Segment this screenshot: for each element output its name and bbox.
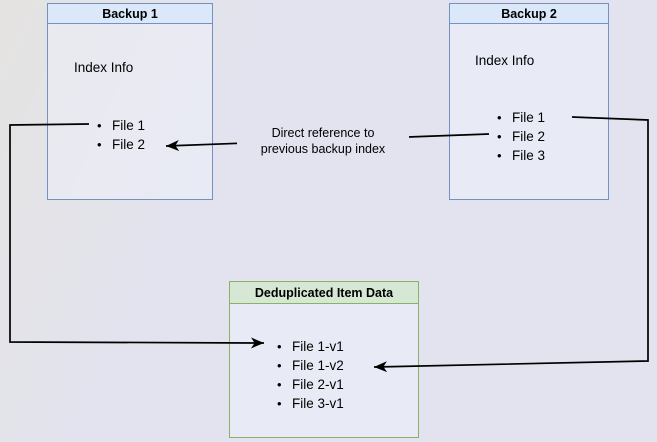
- bullet-icon: [497, 127, 505, 146]
- dedup-file2-v1: File 2-v1: [292, 377, 344, 392]
- backup1-title: Backup 1: [48, 4, 212, 24]
- backup1-file2: File 2: [112, 137, 146, 152]
- list-item: File 1: [97, 116, 145, 135]
- backup2-file-list: File 1 File 2 File 3: [497, 108, 545, 165]
- dedup-file1-v2: File 1-v2: [292, 358, 344, 373]
- list-item: File 2-v1: [277, 375, 344, 394]
- bullet-icon: [277, 337, 285, 356]
- backup2-container: Backup 2: [449, 3, 609, 200]
- bullet-icon: [97, 116, 105, 135]
- dedup-file3-v1: File 3-v1: [292, 396, 344, 411]
- backup2-file1: File 1: [512, 110, 546, 125]
- backup2-index-info-heading: Index Info: [475, 53, 535, 68]
- backup1-container: Backup 1: [47, 3, 213, 200]
- backup2-file2: File 2: [512, 129, 546, 144]
- list-item: File 3-v1: [277, 394, 344, 413]
- bullet-icon: [277, 356, 285, 375]
- dedup-title: Deduplicated Item Data: [230, 282, 418, 304]
- bullet-icon: [277, 375, 285, 394]
- backup1-file-list: File 1 File 2: [97, 116, 145, 154]
- list-item: File 2: [497, 127, 545, 146]
- bullet-icon: [97, 135, 105, 154]
- dedup-item-list: File 1-v1 File 1-v2 File 2-v1 File 3-v1: [277, 337, 344, 413]
- list-item: File 1-v2: [277, 356, 344, 375]
- bullet-icon: [497, 108, 505, 127]
- edge-label-direct-reference: Direct reference to previous backup inde…: [237, 125, 409, 158]
- list-item: File 1: [497, 108, 545, 127]
- bullet-icon: [497, 146, 505, 165]
- backup1-index-info-heading: Index Info: [74, 60, 134, 75]
- dedup-file1-v1: File 1-v1: [292, 339, 344, 354]
- edge-label-line1: Direct reference to: [271, 126, 375, 140]
- list-item: File 2: [97, 135, 145, 154]
- edge-label-line2: previous backup index: [260, 141, 386, 156]
- backup1-file1: File 1: [112, 118, 146, 133]
- list-item: File 3: [497, 146, 545, 165]
- backup2-title: Backup 2: [450, 4, 608, 24]
- bullet-icon: [277, 394, 285, 413]
- list-item: File 1-v1: [277, 337, 344, 356]
- backup2-file3: File 3: [512, 148, 546, 163]
